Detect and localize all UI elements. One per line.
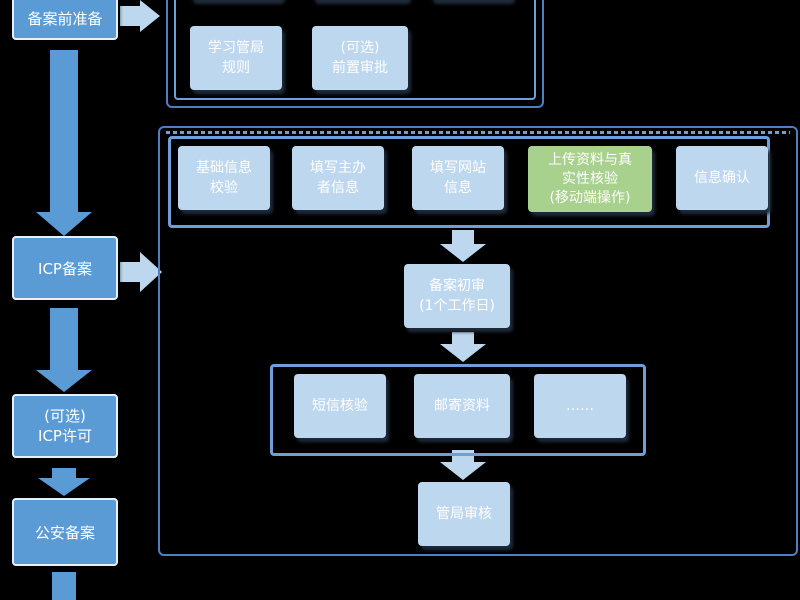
icp-container-dashes	[166, 131, 790, 134]
step-icp-license[interactable]: (可选) ICP许可	[12, 394, 118, 458]
icp-step-sponsor-info[interactable]: 填写主办 者信息	[292, 146, 384, 210]
verify-mail[interactable]: 邮寄资料	[414, 374, 510, 438]
icp-steps-group	[168, 136, 770, 228]
arrow-to-verify	[440, 332, 486, 362]
arrow-icp-right	[120, 252, 162, 292]
icp-step-basic-check[interactable]: 基础信息 校验	[178, 146, 270, 210]
first-review[interactable]: 备案初审 (1个工作日)	[404, 264, 510, 328]
arrow-pre-right	[120, 0, 160, 32]
arrow-pre-to-icp	[36, 50, 92, 236]
icp-step-confirm[interactable]: 信息确认	[676, 146, 768, 210]
icp-step-website-info[interactable]: 填写网站 信息	[412, 146, 504, 210]
step-icp-filing[interactable]: ICP备案	[12, 236, 118, 300]
arrow-to-final-review	[440, 450, 486, 480]
arrow-license-to-police	[38, 468, 90, 496]
verify-sms[interactable]: 短信核验	[294, 374, 386, 438]
step-pre-filing[interactable]: 备案前准备	[12, 0, 118, 40]
verify-group	[270, 364, 646, 456]
pre-step-preapproval[interactable]: (可选) 前置审批	[312, 26, 408, 90]
step-police-filing[interactable]: 公安备案	[12, 498, 118, 566]
icp-container	[158, 126, 798, 556]
final-review[interactable]: 管局审核	[418, 482, 510, 546]
pre-container	[166, 0, 544, 108]
verify-more[interactable]: ……	[534, 374, 626, 438]
pre-container-inner	[174, 0, 536, 100]
arrow-to-first-review	[440, 230, 486, 262]
arrow-icp-to-license	[36, 308, 92, 392]
pre-step-rules[interactable]: 学习管局 规则	[190, 26, 282, 90]
arrow-police-down	[52, 572, 76, 600]
icp-step-upload-verify[interactable]: 上传资料与真 实性核验 (移动端操作)	[528, 146, 652, 212]
